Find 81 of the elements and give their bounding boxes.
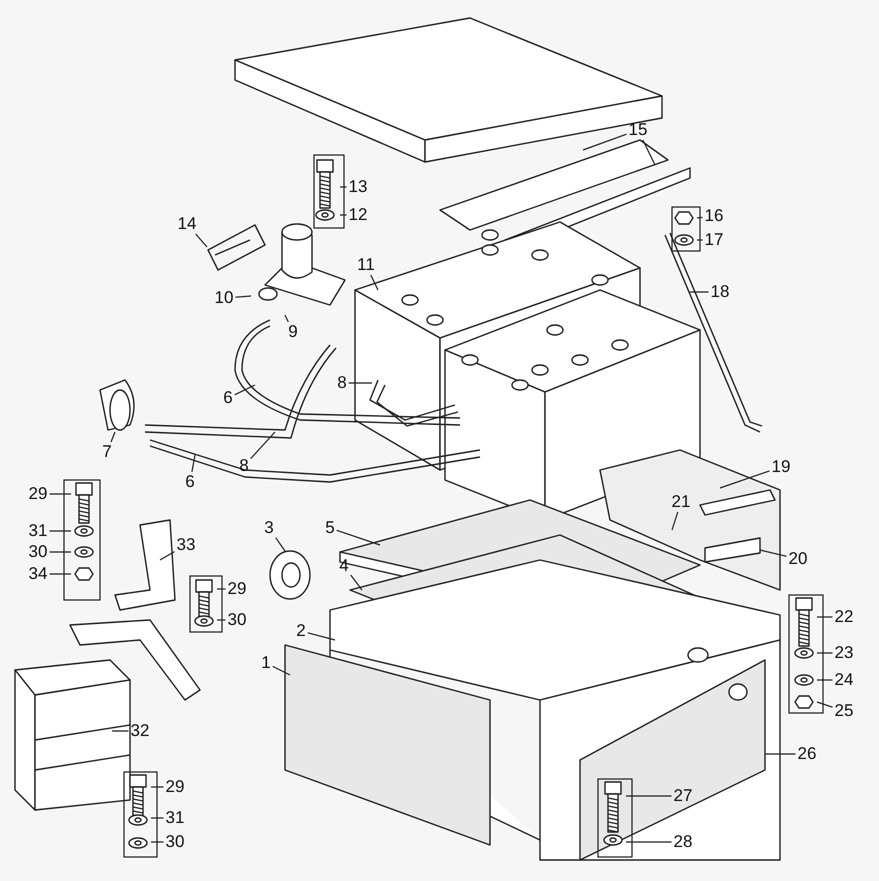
leader-line (217, 588, 226, 590)
leader-line (160, 551, 175, 561)
leader-line (110, 432, 116, 442)
leader-line (582, 134, 627, 151)
leader-line (690, 291, 708, 293)
callout-number: 27 (672, 787, 694, 805)
leader-line (250, 432, 276, 459)
callout-number: 16 (704, 207, 724, 225)
leader-line (350, 574, 362, 590)
leader-line (275, 537, 286, 552)
callout-number: 29 (28, 485, 48, 503)
callout-number: 17 (704, 231, 724, 249)
callout-number: 34 (28, 565, 48, 583)
leader-line (817, 679, 832, 681)
callout-number: 7 (101, 443, 113, 461)
callout-number: 22 (834, 608, 854, 626)
leader-line (151, 786, 164, 788)
callout-number: 11 (356, 256, 376, 274)
leader-line (642, 140, 656, 166)
callout-number: 31 (28, 522, 48, 540)
leader-line (50, 493, 71, 495)
callout-number: 33 (176, 536, 196, 554)
leader-line (626, 841, 672, 843)
callout-number: 9 (287, 323, 299, 341)
callout-number: 32 (130, 722, 150, 740)
callout-number: 30 (164, 833, 186, 851)
leader-line (50, 551, 71, 553)
callout-number: 6 (184, 473, 196, 491)
leader-line (234, 384, 256, 396)
leader-line (626, 795, 672, 797)
callout-number: 21 (670, 493, 692, 511)
leader-line (272, 666, 290, 676)
callout-number: 29 (164, 778, 186, 796)
leader-line (370, 274, 379, 290)
leader-line (50, 530, 71, 532)
callout-number: 13 (348, 178, 368, 196)
callout-number: 3 (263, 519, 275, 537)
leader-line (720, 470, 770, 489)
leader-line (696, 216, 703, 219)
leader-line (816, 701, 833, 708)
leader-line (284, 314, 289, 322)
leader-line (760, 549, 787, 557)
callout-number: 15 (628, 121, 648, 139)
callout-number: 14 (176, 215, 198, 233)
callout-number: 10 (214, 289, 234, 307)
callout-number: 6 (222, 389, 234, 407)
leader-line (697, 239, 702, 241)
callout-number: 19 (770, 458, 792, 476)
callout-number: 25 (834, 702, 854, 720)
leader-line (195, 234, 208, 248)
callout-number: 5 (324, 519, 336, 537)
leader-line (217, 619, 226, 621)
callout-number: 8 (336, 374, 348, 392)
callout-number: 29 (226, 580, 248, 598)
leader-line (348, 382, 372, 384)
leader-line (235, 295, 252, 298)
callout-number: 12 (348, 206, 368, 224)
callout-number: 31 (164, 809, 186, 827)
leader-line (817, 652, 832, 654)
leader-line (308, 632, 336, 641)
leader-line (151, 817, 164, 819)
callout-number: 23 (834, 644, 854, 662)
leader-line (112, 730, 128, 732)
leader-line (765, 753, 796, 755)
callout-number: 30 (226, 611, 248, 629)
leader-line (671, 512, 678, 530)
leader-line (817, 616, 832, 618)
callout-number: 26 (796, 745, 818, 763)
callout-number: 24 (834, 671, 854, 689)
leader-line (50, 573, 71, 575)
callout-number: 20 (788, 550, 808, 568)
leader-line (340, 214, 346, 216)
leader-line (340, 186, 346, 188)
callout-number: 30 (28, 543, 48, 561)
callout-number: 2 (295, 622, 307, 640)
callout-number: 18 (710, 283, 730, 301)
leader-line (336, 530, 380, 546)
callout-number: 1 (260, 654, 272, 672)
callout-number: 28 (672, 833, 694, 851)
leader-line (191, 454, 196, 472)
leader-line (151, 841, 164, 843)
